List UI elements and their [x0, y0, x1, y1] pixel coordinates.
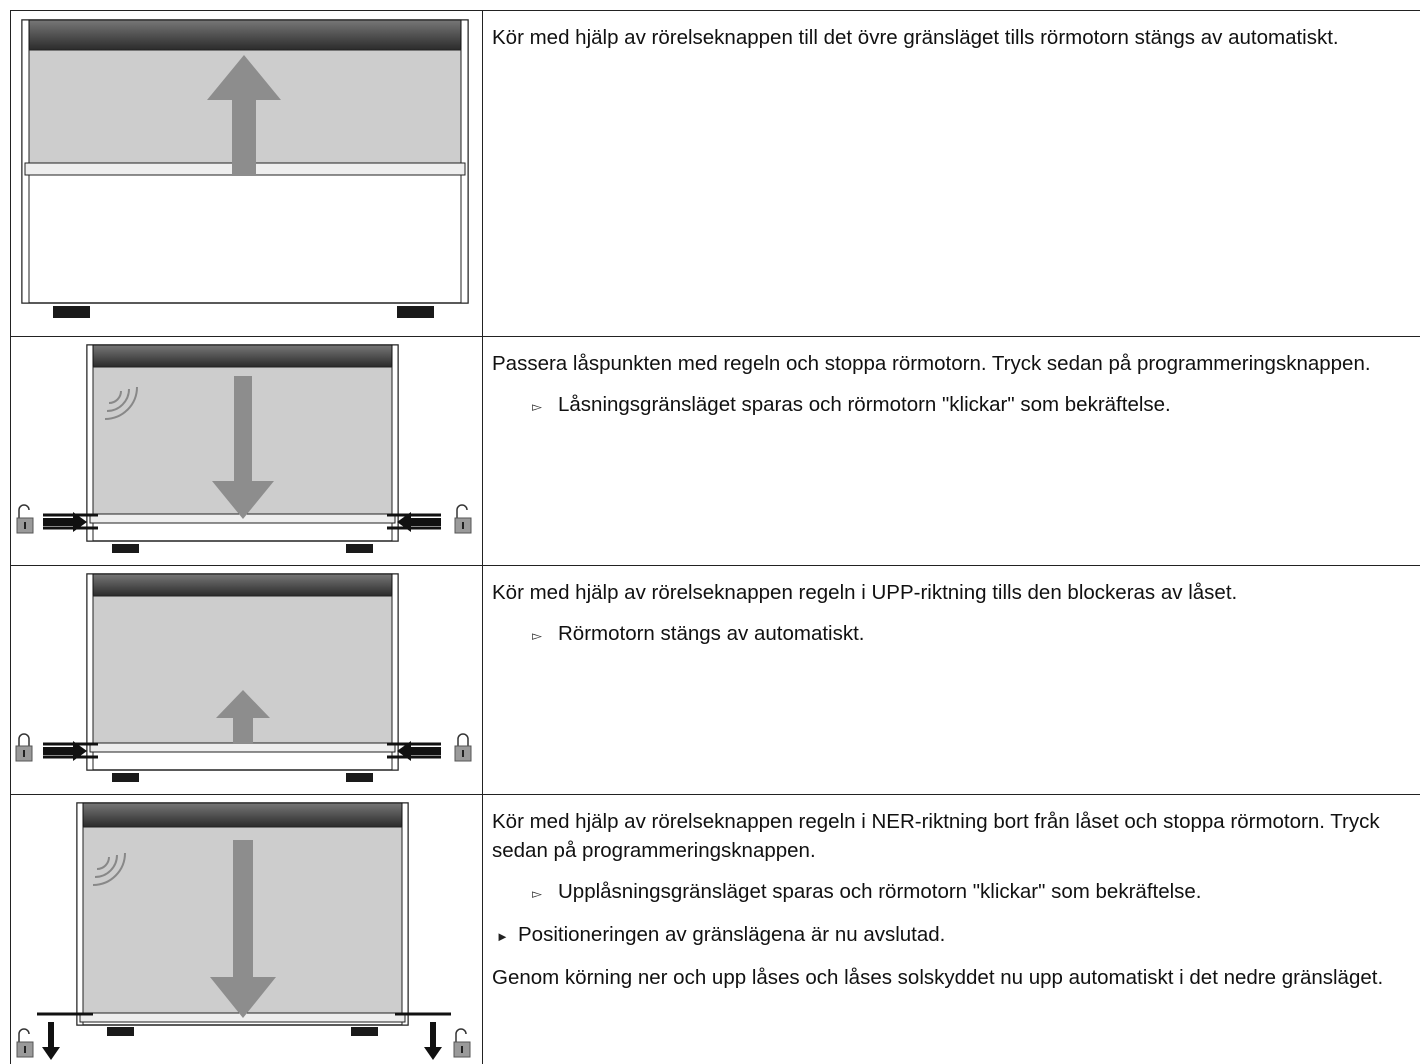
arrow-left-icon: [397, 512, 441, 532]
step-3-illustration: [11, 566, 481, 794]
result-triangle-icon: ▻: [532, 628, 542, 643]
padlock-open-icon: [453, 1028, 471, 1058]
arrow-up-icon: [207, 55, 281, 176]
step-3-instruction: Kör med hjälp av rörelseknappen regeln i…: [492, 581, 1238, 604]
step-4-text-cell: Kör med hjälp av rörelseknappen regeln i…: [492, 807, 1412, 992]
step-4-action-text: Positioneringen av gränslägena är nu avs…: [518, 923, 946, 946]
step-4-result-text: Upplåsningsgränsläget sparas och rörmoto…: [558, 880, 1202, 903]
row-divider: [10, 794, 1420, 795]
arrow-down-icon: [210, 840, 276, 1018]
arrow-down-icon: [42, 1022, 60, 1060]
step-4-note: Genom körning ner och upp låses och låse…: [492, 966, 1384, 989]
action-triangle-icon: ►: [496, 929, 509, 944]
step-3-result: ▻ Rörmotorn stängs av automatiskt.: [532, 619, 1412, 650]
instruction-table: Kör med hjälp av rörelseknappen till det…: [10, 10, 1420, 1064]
padlock-closed-icon: [454, 733, 472, 762]
step-2-result-text: Låsningsgränsläget sparas och rörmotorn …: [558, 393, 1171, 416]
padlock-open-icon: [454, 504, 472, 534]
result-triangle-icon: ▻: [532, 886, 542, 901]
step-4-instruction: Kör med hjälp av rörelseknappen regeln i…: [492, 810, 1380, 862]
row-divider: [10, 336, 1420, 337]
step-1-text-cell: Kör med hjälp av rörelseknappen till det…: [492, 23, 1412, 52]
step-1-instruction: Kör med hjälp av rörelseknappen till det…: [492, 26, 1339, 49]
arrow-up-icon: [216, 690, 270, 744]
arrow-left-icon: [397, 741, 441, 761]
step-4-action: ► Positioneringen av gränslägena är nu a…: [496, 920, 1412, 951]
step-3-text-cell: Kör med hjälp av rörelseknappen regeln i…: [492, 578, 1412, 650]
step-4-result: ▻ Upplåsningsgränsläget sparas och rörmo…: [532, 877, 1412, 908]
padlock-open-icon: [16, 504, 34, 534]
sound-waves-icon: [104, 386, 138, 420]
step-2-text-cell: Passera låspunkten med regeln och stoppa…: [492, 349, 1412, 421]
arrow-right-icon: [43, 512, 87, 532]
arrow-down-icon: [212, 376, 274, 519]
arrow-right-icon: [43, 741, 87, 761]
step-2-result: ▻ Låsningsgränsläget sparas och rörmotor…: [532, 390, 1412, 421]
result-triangle-icon: ▻: [532, 399, 542, 414]
padlock-closed-icon: [15, 733, 33, 762]
padlock-open-icon: [16, 1028, 34, 1058]
column-divider: [482, 10, 483, 1064]
table-border-left: [10, 10, 11, 1064]
step-1-illustration: [11, 11, 481, 336]
step-4-illustration: [11, 795, 481, 1064]
arrow-down-icon: [424, 1022, 442, 1060]
step-3-result-text: Rörmotorn stängs av automatiskt.: [558, 622, 865, 645]
step-2-illustration: [11, 337, 481, 565]
sound-waves-icon: [92, 852, 126, 886]
table-border-top: [10, 10, 1420, 11]
step-2-instruction: Passera låspunkten med regeln och stoppa…: [492, 352, 1371, 375]
row-divider: [10, 565, 1420, 566]
